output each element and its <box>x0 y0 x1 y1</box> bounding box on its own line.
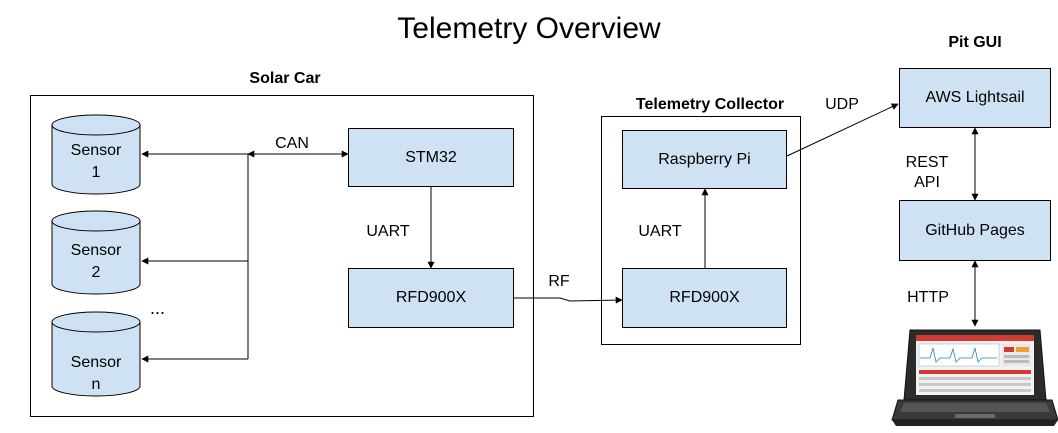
sensor-cylinder-1-shape <box>51 114 141 195</box>
laptop-icon <box>891 329 1058 426</box>
rest-api-label-line1: REST <box>905 154 949 171</box>
sensor-2-name: Sensor <box>70 242 122 259</box>
http-label: HTTP <box>907 289 949 306</box>
stm32-node: STM32 <box>348 128 514 187</box>
sensor-2-index: 2 <box>91 264 101 281</box>
sensor-1-name: Sensor <box>70 142 122 159</box>
sensor-1-index: 1 <box>91 164 101 181</box>
diagram-title: Telemetry Overview <box>397 12 661 45</box>
rfd900x-car-node: RFD900X <box>348 268 514 328</box>
udp-link-arrow <box>786 103 899 157</box>
rest-api-label: REST API <box>895 153 959 193</box>
sensor-n-label: Sensor n <box>52 352 140 396</box>
sensor-n-index: n <box>91 376 101 393</box>
sensor-cylinder-2-shape <box>51 210 141 295</box>
telemetry-collector-label: Telemetry Collector <box>635 96 785 113</box>
github-pages-node: GitHub Pages <box>899 200 1051 261</box>
sensor-1-label: Sensor 1 <box>52 140 140 184</box>
aws-lightsail-node: AWS Lightsail <box>899 68 1051 128</box>
sensor-2-label: Sensor 2 <box>52 240 140 284</box>
sensor-n-name: Sensor <box>70 354 122 371</box>
udp-label: UDP <box>825 96 859 113</box>
rest-api-label-line2: API <box>914 174 940 191</box>
telemetry-collector-frame <box>601 116 801 345</box>
can-label: CAN <box>275 135 309 152</box>
solar-car-label: Solar Car <box>249 70 321 87</box>
uart-collector-label: UART <box>638 223 682 240</box>
sensor-cylinder-n-shape <box>51 311 141 397</box>
uart-car-label: UART <box>366 223 410 240</box>
can-bus-connector <box>141 150 349 363</box>
rf-link-arrow <box>514 296 623 304</box>
raspberry-pi-node: Raspberry Pi <box>622 130 787 189</box>
more-sensors-ellipsis: ... <box>150 298 166 318</box>
rfd900x-collector-node: RFD900X <box>622 268 787 328</box>
pit-gui-label: Pit GUI <box>948 34 1002 51</box>
solar-car-frame <box>30 95 534 417</box>
rf-label: RF <box>548 273 570 290</box>
